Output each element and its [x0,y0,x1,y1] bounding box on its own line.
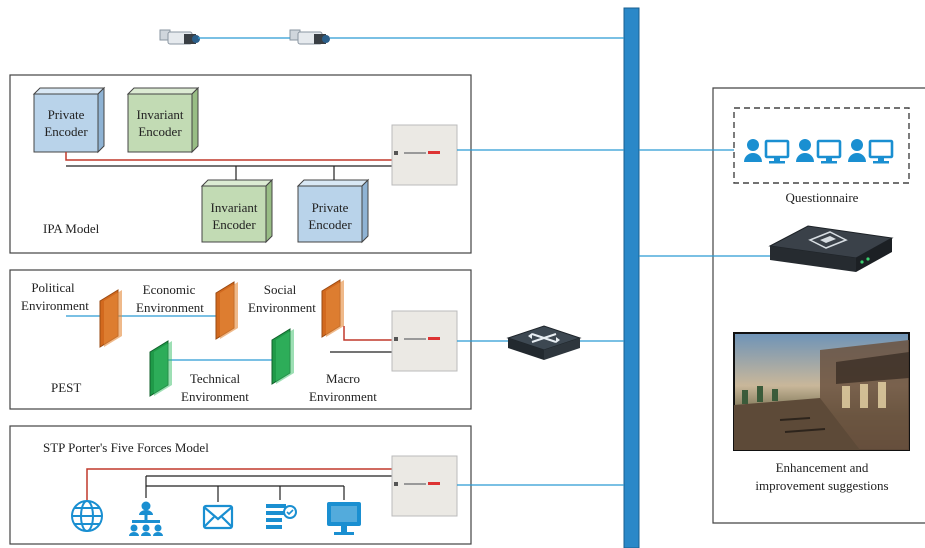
social-panel [321,279,344,338]
camera-icon [159,29,200,45]
router-icon [506,325,582,360]
economic-label: Economic [143,282,196,297]
macro-label: Macro [326,371,360,386]
user-terminal-icon [796,139,842,164]
economic-panel [215,281,238,340]
political-label: Political [31,280,75,295]
monitor-icon [327,502,361,535]
political-panel [99,289,122,348]
questionnaire-label: Questionnaire [786,190,859,205]
private-encoder-box [32,86,106,154]
macro-panel [271,328,294,385]
private-encoder-label: Encoder [308,217,352,232]
questionnaire-group [733,107,910,184]
technical-panel [149,340,172,397]
user-terminal-icon [848,139,894,164]
mail-icon [202,504,234,530]
document-list-icon [266,504,297,529]
invariant-encoder-label: Invariant [137,107,184,122]
terrace-photo [733,332,910,451]
user-terminal-icon [744,139,790,164]
suggestions-label: Enhancement and [776,460,869,475]
social-label: Social [264,282,297,297]
ipa-model-title: IPA Model [43,221,100,236]
pest-title: PEST [51,380,81,395]
network-appliance-icon [768,225,894,272]
macro-label: Environment [309,389,377,404]
stp-red-link [86,468,394,500]
server-unit [391,455,458,517]
invariant-encoder-label: Encoder [138,124,182,139]
invariant-encoder-label: Encoder [212,217,256,232]
private-encoder-label: Private [48,107,85,122]
camera-icon [289,29,330,45]
pest-red-link [343,326,394,341]
server-unit [391,124,458,186]
political-label: Environment [21,298,89,313]
server-unit [391,310,458,372]
invariant-encoder-box [126,86,200,154]
private-encoder-label: Encoder [44,124,88,139]
hierarchy-icon [129,501,163,536]
ipa-red-link [65,152,394,161]
private-encoder-box [296,178,370,244]
private-encoder-label: Private [312,200,349,215]
right-panel-frame [712,87,925,524]
main-bus [623,7,640,548]
technical-label: Environment [181,389,249,404]
technical-label: Technical [190,371,241,386]
economic-label: Environment [136,300,204,315]
social-label: Environment [248,300,316,315]
network-globe-icon [71,500,103,532]
invariant-encoder-box [200,178,274,244]
suggestions-label: improvement suggestions [755,478,888,493]
stp-title: STP Porter's Five Forces Model [43,440,209,455]
invariant-encoder-label: Invariant [211,200,258,215]
